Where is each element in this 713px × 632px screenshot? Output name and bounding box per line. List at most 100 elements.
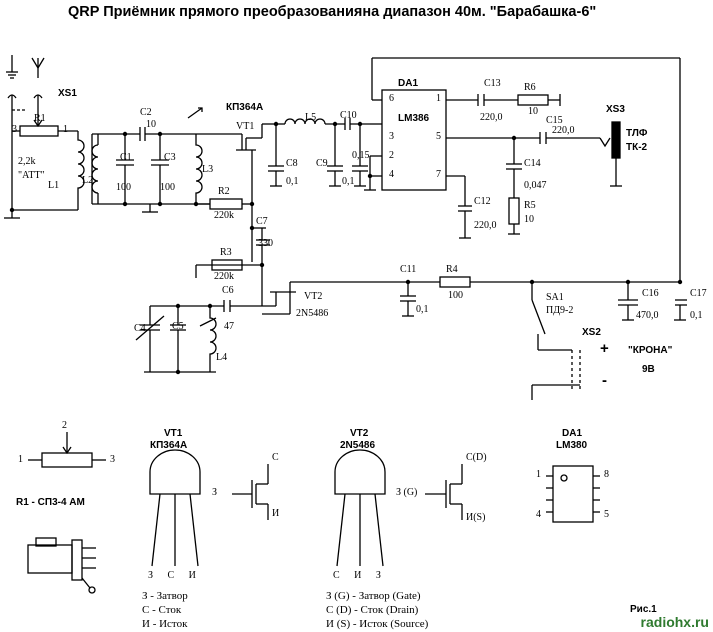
label-sa1-type: ПД9-2 — [546, 305, 574, 316]
label-r5-value: 10 — [524, 214, 534, 225]
label-ic-pin1: 1 — [436, 93, 441, 104]
legend-vt1-pins: З С И — [148, 570, 202, 581]
label-ic-pin4: 4 — [389, 169, 394, 180]
label-c6: C6 — [222, 285, 234, 296]
label-c9-value: 0,1 — [342, 176, 355, 187]
label-da1-type: LM386 — [398, 113, 430, 124]
label-ic-pin5: 5 — [436, 131, 441, 142]
label-c7-value: 330 — [258, 238, 273, 249]
label-c9: C9 — [316, 158, 328, 169]
legend-vt1-desc1: З - Затвор — [142, 590, 188, 602]
legend-vt1-i: И — [272, 508, 280, 519]
label-r5: R5 — [524, 200, 536, 211]
label-ic-pin3: 3 — [389, 131, 394, 142]
label-r2-value: 220k — [214, 210, 234, 221]
watermark: radiohx.ru — [640, 614, 709, 630]
label-c12: C12 — [474, 196, 491, 207]
legend-vt1-z: З — [212, 487, 218, 498]
legend-vt1-c: С — [272, 452, 279, 463]
label-krona: "КРОНА" — [628, 345, 673, 356]
label-c5: C5 — [172, 321, 184, 332]
label-c2: C2 — [140, 107, 152, 118]
label-r3: R3 — [220, 247, 232, 258]
label-c10-value: 0,15 — [352, 150, 370, 161]
label-c1-value: 100 — [116, 182, 131, 193]
label-volts: 9В — [642, 364, 655, 375]
legend-vt1-desc3: И - Исток — [142, 618, 188, 630]
label-c11: C11 — [400, 264, 417, 275]
diagram-title: QRP Приёмник прямого преобразованияна ди… — [68, 4, 597, 20]
label-plus: + — [600, 340, 609, 357]
legend-da1-type: LM380 — [556, 440, 588, 451]
label-da1: DA1 — [398, 78, 419, 89]
legend-vt2-g: З (G) — [396, 487, 418, 498]
label-l3: L3 — [202, 164, 214, 175]
legend-vt2: VT2 — [350, 428, 369, 439]
label-r2: R2 — [218, 186, 230, 197]
label-c14: C14 — [524, 158, 541, 169]
label-l1: L1 — [48, 180, 60, 191]
label-pin3: 3 — [12, 124, 17, 135]
legend-r1-pin1: 1 — [18, 454, 23, 465]
label-minus: - — [602, 372, 607, 389]
legend-r1-pin2: 2 — [62, 420, 67, 431]
label-l4: L4 — [216, 352, 228, 363]
label-c8-value: 0,1 — [286, 176, 299, 187]
label-c14-value: 0,047 — [524, 180, 547, 191]
label-pin1: 1 — [63, 124, 68, 135]
label-tlf: ТЛФ — [626, 128, 648, 139]
label-c16: C16 — [642, 288, 659, 299]
label-c3-value: 100 — [160, 182, 175, 193]
label-r4: R4 — [446, 264, 458, 275]
label-ic-pin7: 7 — [436, 169, 441, 180]
label-c15-value: 220,0 — [552, 125, 575, 136]
label-c13-value: 220,0 — [480, 112, 503, 123]
label-ic-pin2: 2 — [389, 150, 394, 161]
label-c15: C15 — [546, 115, 563, 126]
label-l2: L2 — [82, 175, 94, 186]
label-l5: L5 — [305, 112, 317, 123]
label-vt2: VT2 — [304, 291, 323, 302]
label-c8: C8 — [286, 158, 298, 169]
label-r3-value: 220k — [214, 271, 234, 282]
label-c2-value: 10 — [146, 119, 156, 130]
legend-vt1: VT1 — [164, 428, 183, 439]
label-r4-value: 100 — [448, 290, 463, 301]
legend-vt1-desc2: С - Сток — [142, 604, 182, 616]
label-r6: R6 — [524, 82, 536, 93]
label-c17: C17 — [690, 288, 707, 299]
legend-vt2-d: С(D) — [466, 452, 487, 463]
label-r6-value: 10 — [528, 106, 538, 117]
label-c12-value: 220,0 — [474, 220, 497, 231]
label-c11-value: 0,1 — [416, 304, 429, 315]
figure-caption: Рис.1 — [630, 604, 657, 615]
label-r1-name: "АТТ" — [18, 170, 45, 181]
label-c13: C13 — [484, 78, 501, 89]
label-vt1: VT1 — [236, 121, 255, 132]
label-c7: C7 — [256, 216, 268, 227]
label-sa1: SA1 — [546, 292, 564, 303]
label-c16-value: 470,0 — [636, 310, 659, 321]
label-vt2-type: 2N5486 — [296, 308, 329, 319]
legend-vt2-desc1: З (G) - Затвор (Gate) — [326, 590, 421, 602]
label-c3: C3 — [164, 152, 176, 163]
legend-vt1-type: КП364А — [150, 440, 188, 451]
label-c17-value: 0,1 — [690, 310, 703, 321]
label-xs2: XS2 — [582, 327, 601, 338]
label-xs1: XS1 — [58, 88, 77, 99]
label-c10: C10 — [340, 110, 357, 121]
legend-vt2-s: И(S) — [466, 512, 486, 523]
label-vt1-type: КП364А — [226, 102, 264, 113]
label-xs3: XS3 — [606, 104, 625, 115]
label-r1-value: 2,2k — [18, 156, 36, 167]
legend-da1-p1: 1 — [536, 469, 541, 480]
legend-r1-caption: R1 - СП3-4 АМ — [16, 497, 85, 508]
legend-da1-p5: 5 — [604, 509, 609, 520]
label-r1: R1 — [34, 113, 46, 124]
legend-da1-p4: 4 — [536, 509, 541, 520]
legend-vt2-desc3: И (S) - Исток (Source) — [326, 618, 429, 630]
label-c4: C4 — [134, 323, 146, 334]
legend-vt2-desc2: С (D) - Сток (Drain) — [326, 604, 419, 616]
legend-r1-pin3: 3 — [110, 454, 115, 465]
